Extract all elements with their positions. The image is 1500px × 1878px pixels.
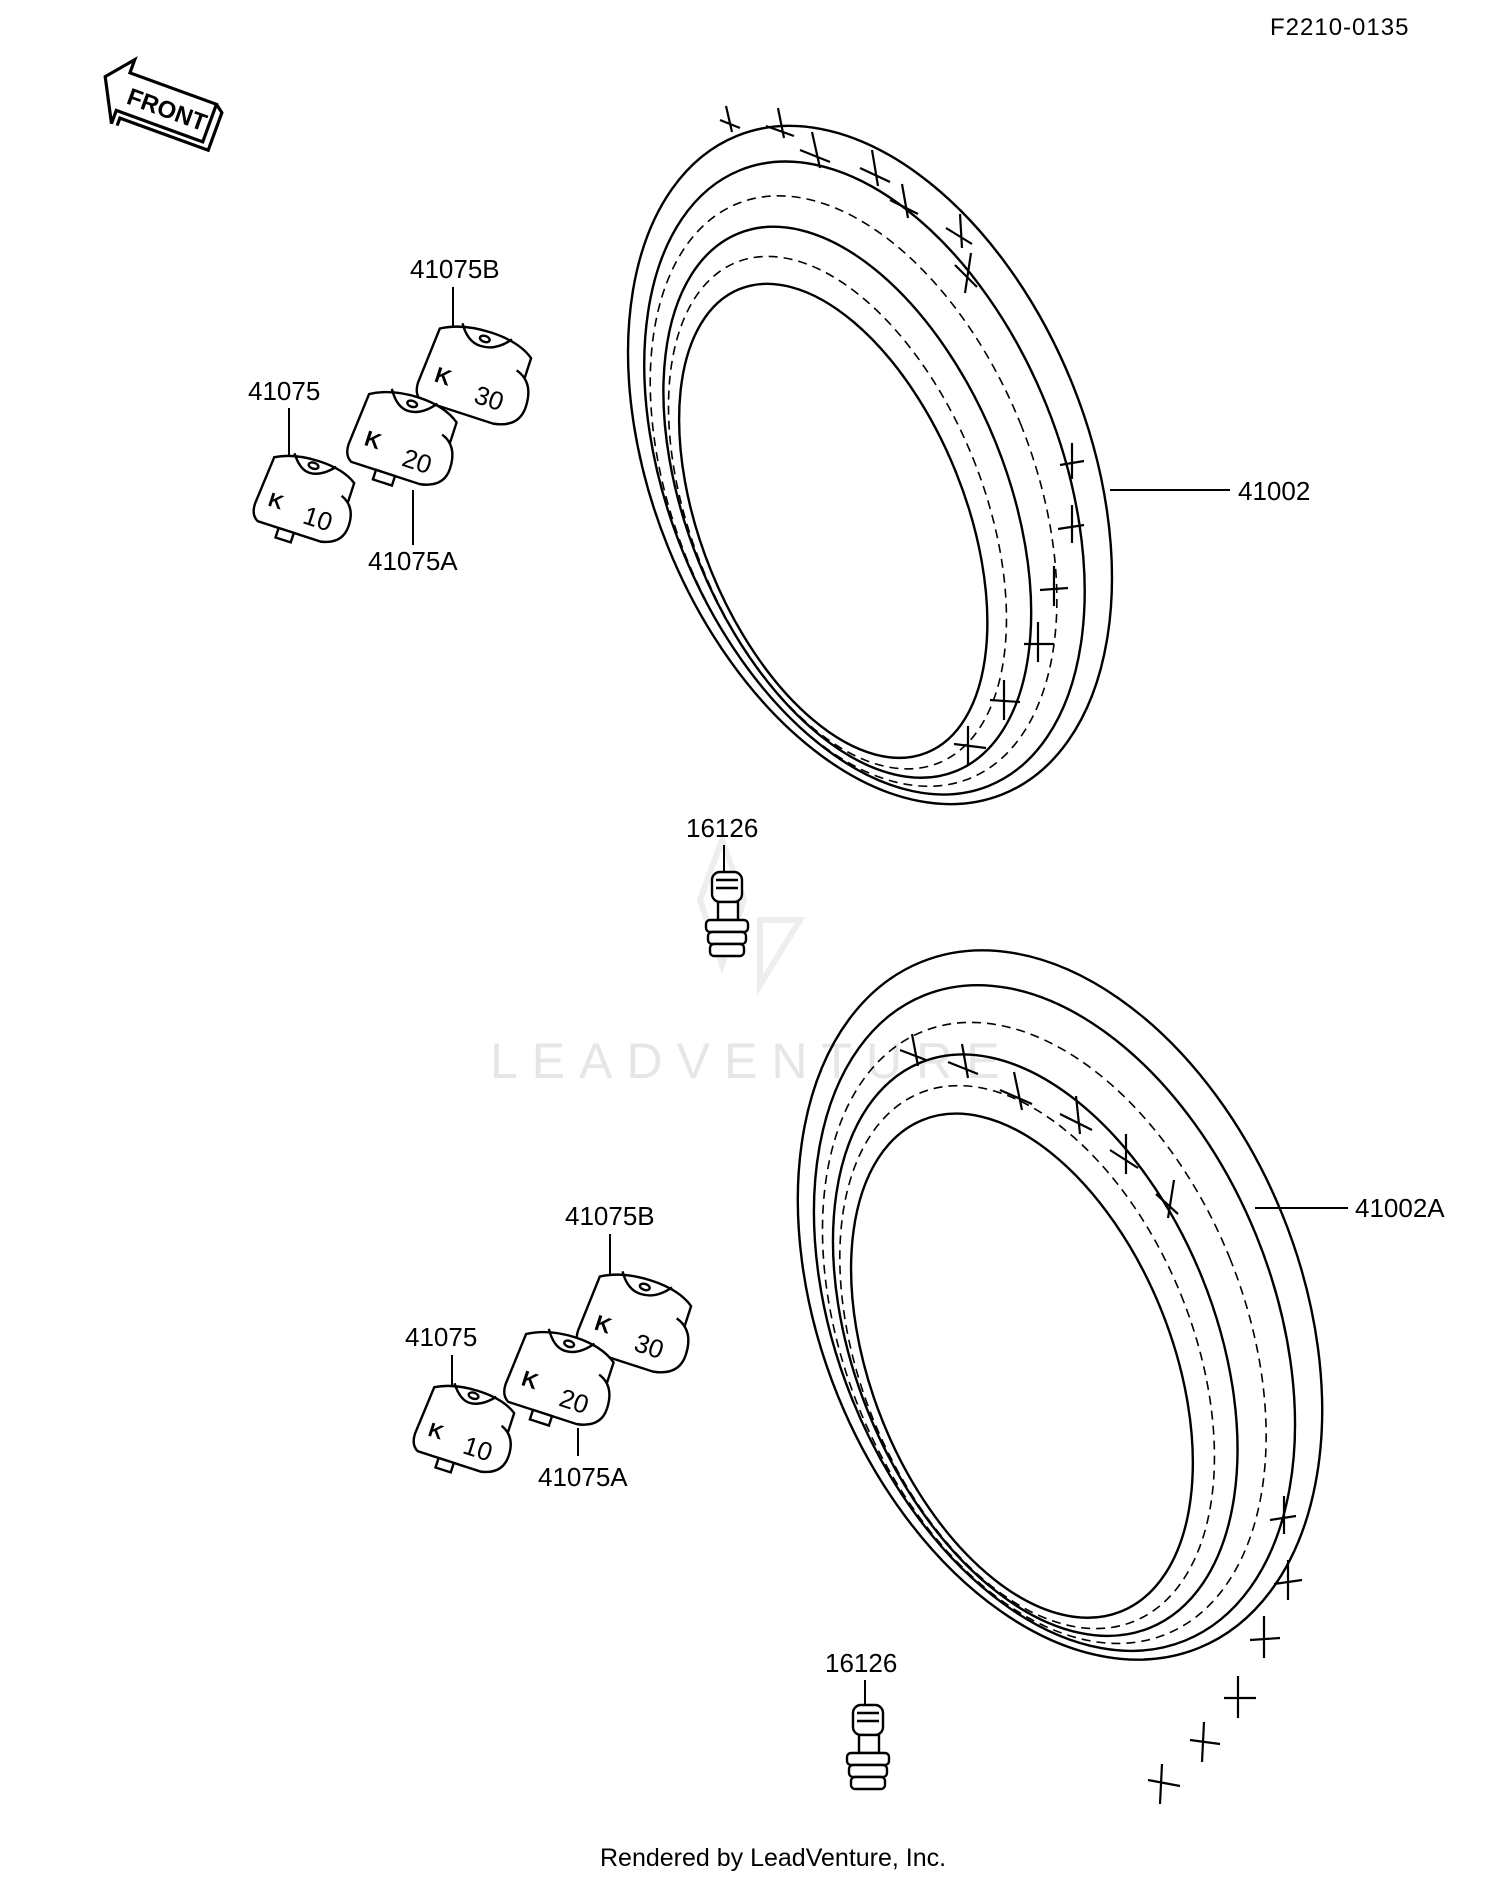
weight-20-icon: K 20 bbox=[503, 1328, 615, 1428]
svg-text:K: K bbox=[362, 426, 385, 455]
valve-icon bbox=[845, 1703, 891, 1791]
watermark-text: LEADVENTURE bbox=[490, 1033, 1014, 1089]
front-tire-tread bbox=[719, 105, 1085, 766]
footer-credit: Rendered by LeadVenture, Inc. bbox=[600, 1844, 946, 1872]
label-weight-10-top: 41075 bbox=[248, 376, 320, 406]
valve-icon bbox=[704, 870, 750, 958]
front-tire: 41002 bbox=[626, 105, 1310, 806]
svg-text:K: K bbox=[432, 362, 455, 391]
label-weight-30-bottom: 41075B bbox=[565, 1201, 655, 1231]
front-arrow-icon: FRONT bbox=[103, 56, 224, 153]
watermark-logo-icon bbox=[696, 831, 806, 996]
label-weight-20-bottom: 41075A bbox=[538, 1462, 628, 1492]
valve-stem-top: 16126 bbox=[686, 813, 758, 958]
weight-10-icon: K 10 bbox=[412, 1382, 516, 1474]
weight-30-icon: K 30 bbox=[415, 322, 533, 426]
balance-weights-bottom: 41075B K 30 K 20 41075A 41075 bbox=[405, 1201, 693, 1492]
rear-tire-tread bbox=[899, 1033, 1303, 1805]
rear-tire: 41002A bbox=[796, 949, 1445, 1805]
label-valve-bottom: 16126 bbox=[825, 1648, 897, 1678]
diagram-code: F2210-0135 bbox=[1270, 14, 1409, 41]
label-valve-top: 16126 bbox=[686, 813, 758, 843]
valve-stem-bottom: 16126 bbox=[825, 1648, 897, 1791]
balance-weights-top: 41075B K 30 K 20 41075A 41075 bbox=[248, 254, 533, 576]
svg-text:K: K bbox=[592, 1310, 615, 1339]
label-tire-front: 41002 bbox=[1238, 476, 1310, 506]
weight-20-icon: K 20 bbox=[346, 388, 458, 488]
weight-30-icon: K 30 bbox=[575, 1270, 693, 1374]
weight-10-icon: K 10 bbox=[252, 452, 356, 544]
label-tire-rear: 41002A bbox=[1355, 1193, 1445, 1223]
svg-text:K: K bbox=[519, 1366, 542, 1395]
watermark: LEADVENTURE bbox=[490, 831, 1014, 1089]
label-weight-10-bottom: 41075 bbox=[405, 1322, 477, 1352]
label-weight-30-top: 41075B bbox=[410, 254, 500, 284]
label-weight-20-top: 41075A bbox=[368, 546, 458, 576]
